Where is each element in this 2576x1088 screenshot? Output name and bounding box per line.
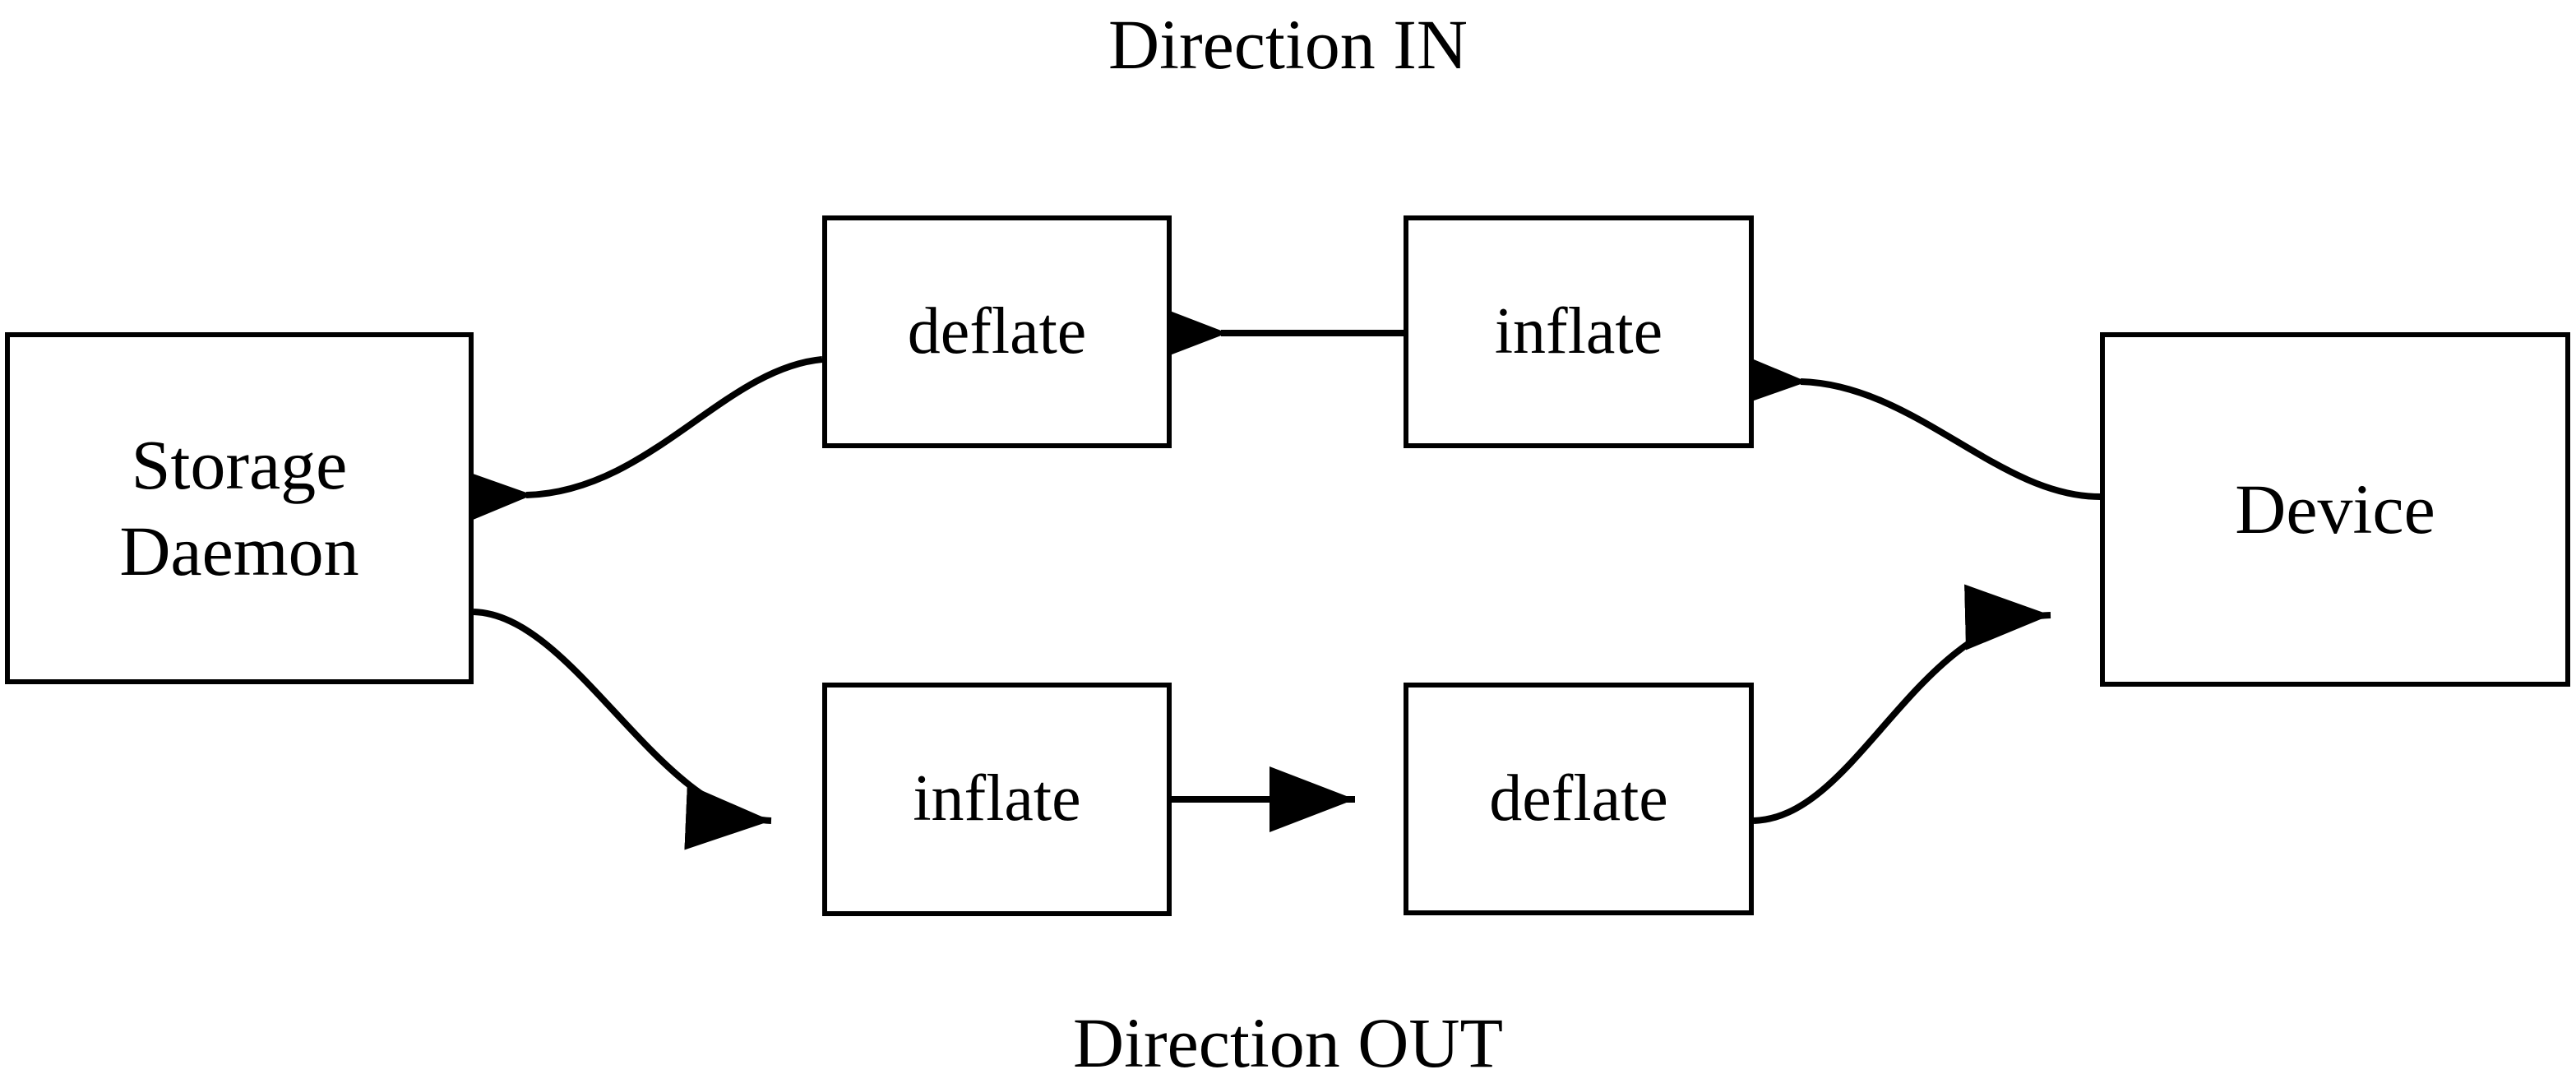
caption-direction-out: Direction OUT — [1072, 1003, 1503, 1082]
node-inflate-out[interactable]: inflate — [822, 683, 1172, 916]
caption-direction-in: Direction IN — [1108, 5, 1468, 84]
node-deflate-out[interactable]: deflate — [1404, 683, 1754, 915]
node-device[interactable]: Device — [2100, 332, 2570, 687]
edge-deflate-in-to-storage-daemon — [446, 356, 823, 530]
node-inflate-in[interactable]: inflate — [1404, 215, 1754, 448]
node-deflate-in-label: deflate — [907, 294, 1087, 368]
edge-device-to-inflate-in — [1720, 346, 2101, 500]
node-inflate-out-label: inflate — [913, 762, 1081, 836]
node-inflate-in-label: inflate — [1494, 294, 1663, 368]
node-storage-daemon-label-line1: Storage — [131, 425, 348, 505]
node-storage-daemon[interactable]: Storage Daemon — [5, 332, 474, 684]
edge-deflate-out-to-device — [1753, 584, 2051, 824]
node-deflate-in[interactable]: deflate — [822, 215, 1172, 448]
edge-storage-daemon-to-inflate-out — [473, 609, 772, 850]
node-deflate-out-label: deflate — [1489, 762, 1668, 835]
node-device-label: Device — [2235, 470, 2435, 549]
node-storage-daemon-label-line2: Daemon — [119, 512, 359, 590]
